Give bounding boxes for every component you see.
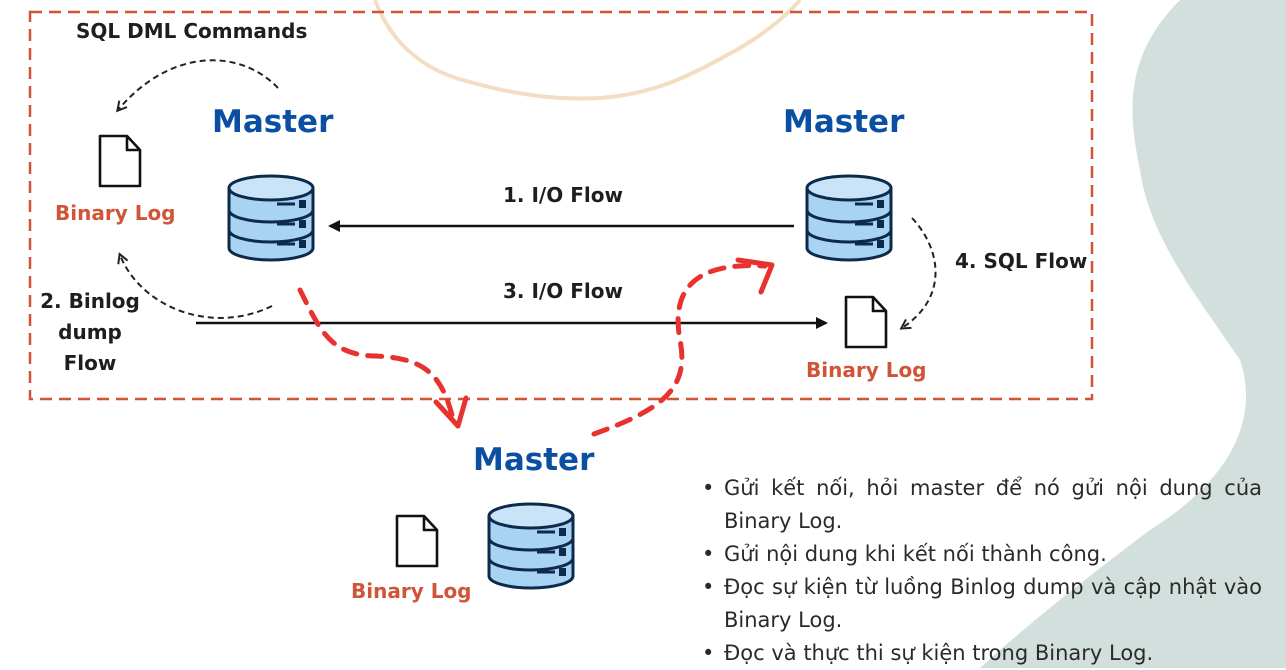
background-curve <box>373 0 802 101</box>
list-item: Đọc sự kiện từ luồng Binlog dump và cập … <box>702 571 1262 637</box>
io-flow-label-3: 3. I/O Flow <box>503 279 623 303</box>
file-icon <box>98 134 142 188</box>
list-item: Đọc và thực thi sự kiện trong Binary Log… <box>702 637 1262 670</box>
database-icon <box>805 174 893 262</box>
binary-log-label-left: Binary Log <box>55 201 176 225</box>
list-item: Gửi nội dung khi kết nối thành công. <box>702 538 1262 571</box>
database-icon <box>487 502 575 590</box>
explanation-list: Gửi kết nối, hỏi master để nó gửi nội du… <box>702 472 1262 670</box>
io-flow-label-1: 1. I/O Flow <box>503 183 623 207</box>
file-icon <box>844 295 888 349</box>
replication-path-up <box>591 263 768 437</box>
master-label-bottom: Master <box>473 442 595 478</box>
master-label-right: Master <box>783 104 905 140</box>
replication-arrowhead-down <box>433 395 469 429</box>
binlog-dump-arrow <box>120 255 273 319</box>
replication-path-down <box>297 287 455 418</box>
binlog-dump-flow-label: 2. Binlog dump Flow <box>40 289 140 375</box>
replication-boundary <box>28 10 1094 401</box>
file-icon <box>395 514 439 568</box>
master-label-left: Master <box>212 104 334 140</box>
binary-log-label-bottom: Binary Log <box>351 579 472 603</box>
binary-log-label-right: Binary Log <box>806 358 927 382</box>
list-item: Gửi kết nối, hỏi master để nó gửi nội du… <box>702 472 1262 538</box>
database-icon <box>227 174 315 262</box>
sql-dml-commands-label: SQL DML Commands <box>76 19 308 43</box>
replication-arrowhead-up <box>735 257 775 295</box>
sql-flow-arrow <box>902 217 937 328</box>
sql-flow-label: 4. SQL Flow <box>955 249 1088 273</box>
sql-dml-arrow <box>118 59 279 110</box>
